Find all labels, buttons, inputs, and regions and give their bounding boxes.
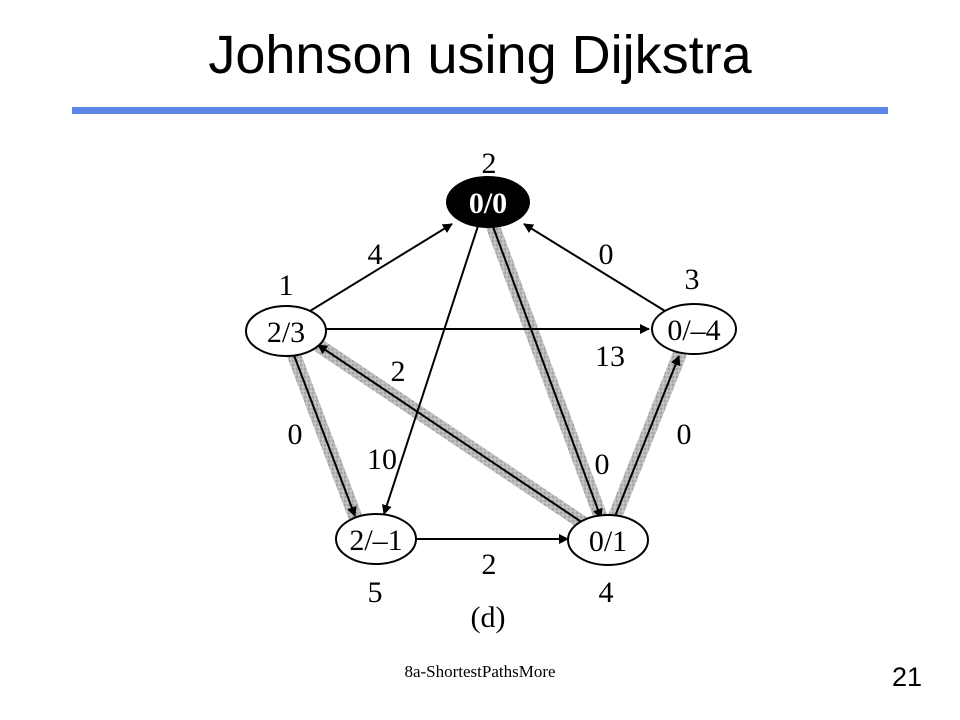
slide-title: Johnson using Dijkstra [208, 25, 752, 85]
node-bottom-right [567, 514, 649, 566]
diagram-caption: (d) [471, 601, 506, 634]
graph-edges [291, 223, 681, 544]
node-top [446, 176, 530, 228]
edge-left-to-top [309, 223, 453, 312]
weight-bottom-right-to-right: 0 [677, 418, 692, 451]
node-left-index: 1 [279, 269, 294, 302]
node-right-index: 3 [685, 263, 700, 296]
edge-right-to-top [523, 223, 666, 312]
slide-footer: 8a-ShortestPathsMore [404, 662, 556, 681]
node-indices: 2 1 3 5 4 [279, 147, 700, 609]
node-right [651, 303, 737, 355]
edge-bottom-right-to-right [613, 355, 681, 520]
graph-nodes: 0/0 2/3 0/–4 2/–1 0/1 [245, 176, 737, 566]
edge-top-to-bottom-right [491, 223, 603, 519]
weight-left-to-top: 4 [368, 238, 383, 271]
weight-bottom-left-to-bottom-right: 2 [482, 548, 497, 581]
node-bottom-right-label: 0/1 [589, 525, 627, 558]
node-left [245, 305, 327, 357]
edge-left-to-bottom-left [291, 349, 357, 517]
node-top-label: 0/0 [469, 187, 507, 220]
weight-right-to-top: 0 [599, 238, 614, 271]
edge-top-to-bottom-left [382, 225, 479, 515]
node-bottom-right-index: 4 [599, 576, 614, 609]
node-top-index: 2 [482, 147, 497, 180]
weight-left-to-right: 13 [595, 340, 625, 373]
weight-top-to-bottom-left: 10 [367, 443, 397, 476]
shortest-path-highlights [285, 217, 686, 530]
node-left-label: 2/3 [267, 316, 305, 349]
edge-bottom-right-to-left [317, 344, 584, 524]
weight-left-to-bottom-left: 0 [288, 418, 303, 451]
weight-bottom-right-to-left: 2 [391, 355, 406, 388]
page-number: 21 [891, 662, 922, 692]
node-bottom-left [335, 513, 417, 565]
title-rule [72, 107, 888, 114]
edge-weight-labels: 4 0 13 2 0 10 0 0 2 [288, 238, 692, 581]
node-bottom-left-index: 5 [368, 576, 383, 609]
weight-top-to-bottom-right: 0 [595, 448, 610, 481]
node-bottom-left-label: 2/–1 [349, 524, 402, 557]
node-right-label: 0/–4 [667, 314, 720, 347]
